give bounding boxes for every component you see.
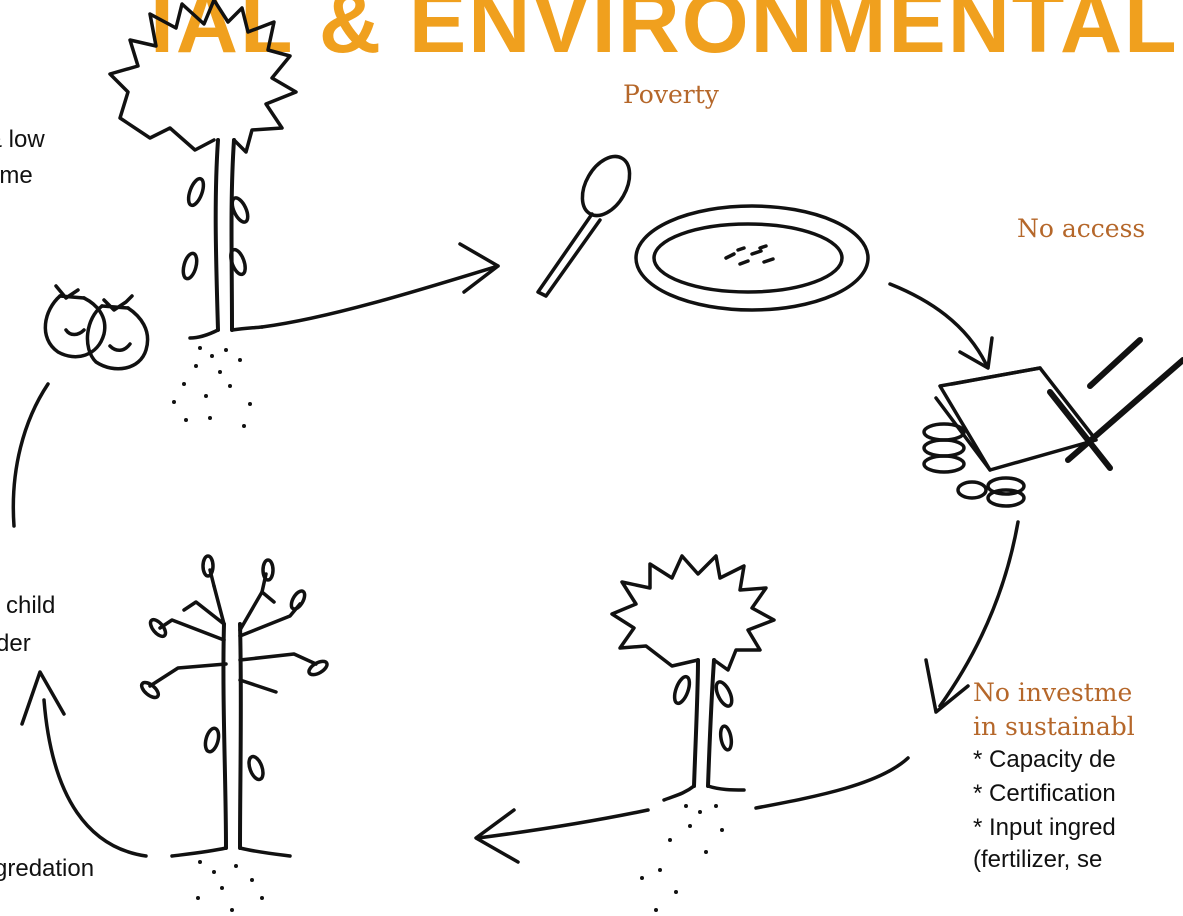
label-no-investment-line2: in sustainabl (973, 712, 1135, 741)
label-poverty: Poverty (623, 80, 719, 109)
palm-tree-icon (610, 554, 776, 802)
palm-tree-icon (108, 0, 298, 340)
empty-plate-icon (634, 204, 870, 312)
spoon-icon (536, 154, 632, 298)
soil-dots (172, 346, 252, 428)
label-child-labour-line1: child (6, 592, 56, 619)
label-low-income-line1: & low (0, 126, 45, 153)
investment-item: * Input ingred (973, 814, 1116, 841)
label-low-income-line2: ome (0, 162, 33, 189)
money-bags-icon (43, 284, 150, 371)
degraded-tree-icon (139, 554, 329, 858)
label-no-access: No access (1017, 214, 1146, 243)
money-crossed-out-icon (922, 337, 1183, 508)
label-child-labour-line2: der (0, 630, 31, 657)
investment-item: * Certification (973, 780, 1116, 807)
soil-dots (640, 804, 724, 912)
label-no-investment-line1: No investme (973, 678, 1133, 707)
soil-dots (196, 860, 264, 912)
investment-item: (fertilizer, se (973, 846, 1103, 873)
slide-title: IAL & ENVIRONMENTAL (150, 0, 1179, 71)
investment-item: * Capacity de (973, 746, 1116, 773)
label-degradation: gredation (0, 855, 95, 882)
